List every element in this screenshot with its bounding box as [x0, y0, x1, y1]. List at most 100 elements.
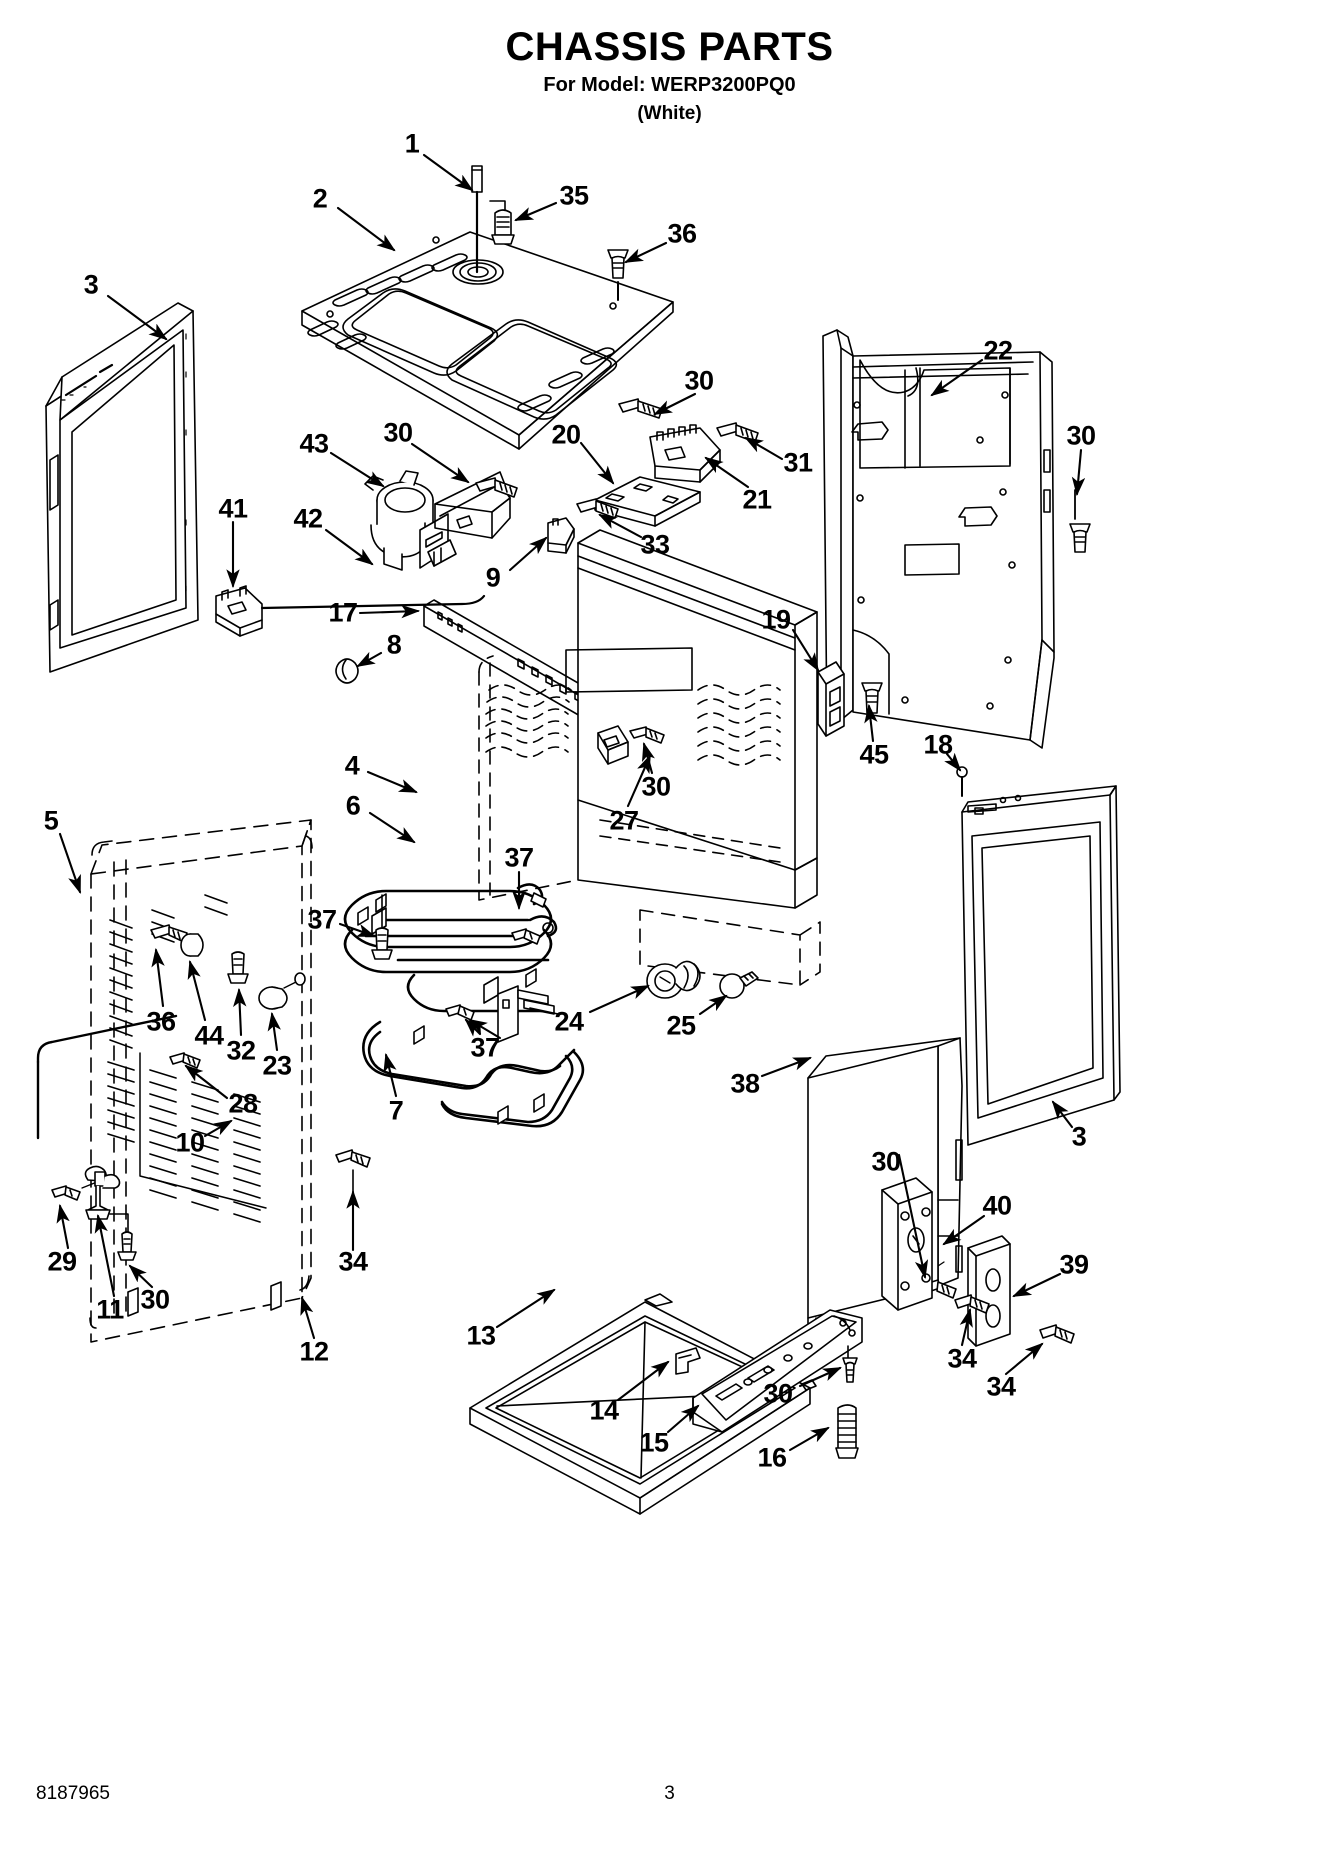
part-11-leveling-leg	[84, 1165, 129, 1245]
callout-24: 24	[554, 1006, 584, 1037]
part-12-rear-cover-detail	[89, 835, 313, 1329]
part-30-bolt-blower	[475, 477, 518, 498]
callout-8: 8	[386, 629, 402, 660]
callout-42: 42	[293, 503, 323, 534]
part-24-receptacle	[646, 960, 701, 999]
part-21-terminal-block	[649, 424, 721, 483]
callout-21: 21	[742, 484, 772, 515]
callout-45: 45	[859, 739, 889, 770]
footer-page-number: 3	[664, 1783, 675, 1804]
part-30-bolt-bottomleft	[117, 1231, 137, 1261]
callout-36: 36	[146, 1006, 176, 1037]
part-34-bolt-right-1	[954, 1294, 990, 1314]
callout-13: 13	[466, 1320, 496, 1351]
callout-41: 41	[218, 493, 248, 524]
part-22-back-panel	[822, 329, 1055, 749]
callout-30: 30	[1066, 420, 1096, 451]
part-8-cap	[335, 658, 359, 684]
part-16-spring	[835, 1404, 859, 1459]
callout-35: 35	[559, 180, 589, 211]
part-3-right-door-frame	[961, 785, 1121, 1146]
part-44-bushing	[180, 933, 204, 957]
part-5-wire	[36, 1014, 178, 1140]
part-37-screw-lower	[445, 1004, 475, 1021]
callout-30: 30	[641, 771, 671, 802]
part-39-plate	[967, 1235, 1011, 1347]
callout-28: 28	[228, 1088, 258, 1119]
callout-32: 32	[226, 1035, 256, 1066]
callout-5: 5	[43, 805, 59, 836]
callout-30: 30	[763, 1378, 793, 1409]
callout-17: 17	[328, 597, 358, 628]
callout-19: 19	[761, 604, 791, 635]
part-31-bolt	[716, 422, 759, 443]
callout-31: 31	[783, 447, 813, 478]
page-footer: 8187965 3	[0, 1783, 1339, 1807]
part-41-clip	[215, 585, 263, 637]
part-36-bolt-top	[607, 249, 629, 301]
footer-part-number: 8187965	[36, 1783, 110, 1804]
callout-34: 34	[338, 1246, 368, 1277]
color-variant: (White)	[637, 103, 702, 124]
page-title: CHASSIS PARTS	[505, 25, 834, 69]
callout-4: 4	[344, 750, 360, 781]
callout-14: 14	[589, 1395, 619, 1426]
part-34-bolt-right-2	[1039, 1324, 1075, 1344]
part-18-pin	[956, 766, 968, 797]
part-6-heating-element	[343, 883, 558, 1013]
callout-22: 22	[983, 335, 1013, 366]
callout-44: 44	[194, 1020, 224, 1051]
part-33-bolt	[576, 498, 619, 519]
part-29-screw	[51, 1179, 103, 1201]
callout-39: 39	[1059, 1249, 1089, 1280]
callout-37: 37	[307, 904, 337, 935]
part-30-bolt-slide	[842, 1345, 858, 1383]
callout-37: 37	[504, 842, 534, 873]
part-15-drawer-slide	[692, 1309, 863, 1433]
leader-lines	[56, 153, 1086, 1452]
callout-36: 36	[667, 218, 697, 249]
callout-38: 38	[730, 1068, 760, 1099]
part-42-wire	[260, 594, 486, 610]
callout-25: 25	[666, 1010, 696, 1041]
callout-30: 30	[140, 1284, 170, 1315]
callout-29: 29	[47, 1246, 77, 1277]
callout-37: 37	[470, 1032, 500, 1063]
callout-23: 23	[262, 1050, 292, 1081]
callout-30: 30	[684, 365, 714, 396]
model-subtitle: For Model: WERP3200PQ0	[543, 74, 796, 96]
part-3-left-door-frame	[45, 302, 199, 673]
part-20-rail	[594, 476, 701, 527]
part-35-bolt	[491, 209, 515, 245]
callout-30: 30	[383, 417, 413, 448]
callout-11: 11	[96, 1294, 124, 1325]
part-19-hinge-bracket	[817, 661, 845, 737]
callout-27: 27	[609, 805, 639, 836]
callout-9: 9	[485, 562, 501, 593]
part-9-clip	[547, 517, 575, 554]
callout-20: 20	[551, 419, 581, 450]
callout-6: 6	[345, 790, 361, 821]
part-37-screw-left	[371, 894, 393, 960]
callout-3: 3	[1071, 1121, 1087, 1152]
callout-18: 18	[923, 729, 953, 760]
part-23-grommet	[258, 972, 306, 1010]
part-32-bolt	[227, 951, 249, 984]
callout-12: 12	[299, 1336, 329, 1367]
callout-33: 33	[640, 529, 670, 560]
part-30-bolt-bracket	[629, 726, 665, 744]
callout-1: 1	[404, 128, 420, 159]
part-25-bulb	[719, 971, 759, 999]
part-30-bolt-upper	[618, 398, 663, 419]
callout-40: 40	[982, 1190, 1012, 1221]
callout-7: 7	[388, 1095, 404, 1126]
part-27-bracket	[597, 725, 629, 765]
part-2-cooktop	[301, 231, 674, 450]
callout-15: 15	[639, 1427, 669, 1458]
part-12-rear-cover	[90, 819, 312, 1343]
callout-30: 30	[871, 1146, 901, 1177]
oven-cavity-body	[478, 529, 821, 986]
callout-10: 10	[175, 1127, 205, 1158]
